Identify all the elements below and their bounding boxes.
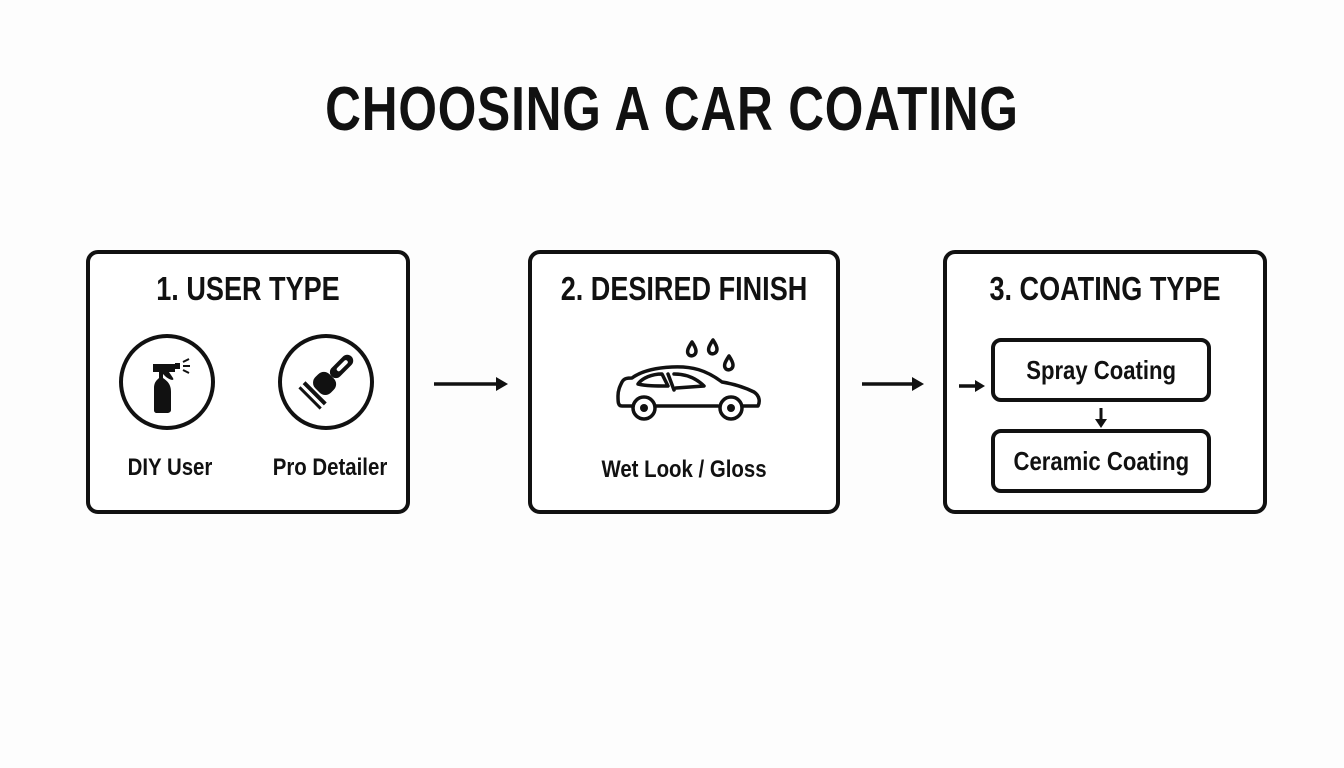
step-3-coating-type: 3. COATING TYPE Spray Coating Ceramic Co…	[943, 250, 1267, 514]
arrow-right-icon	[959, 380, 985, 392]
arrow-right-icon	[434, 377, 508, 391]
arrow-right-icon	[862, 377, 924, 391]
option-diy-user: DIY User	[127, 454, 213, 481]
option-pro-detailer: Pro Detailer	[272, 454, 388, 481]
step-1-user-type: 1. USER TYPE DIY User Pro Detailer	[86, 250, 410, 514]
option-ceramic-coating: Ceramic Coating	[991, 429, 1211, 493]
step-2-desired-finish: 2. DESIRED FINISH Wet Look / Gloss	[528, 250, 840, 514]
step-1-heading: 1. USER TYPE	[156, 270, 340, 307]
spray-bottle-icon	[119, 334, 215, 430]
option-spray-coating: Spray Coating	[991, 338, 1211, 402]
arrow-down-icon	[1095, 408, 1107, 428]
diagram-title: CHOOSING A CAR COATING	[325, 75, 1019, 144]
car-with-water-drops-icon	[616, 338, 761, 421]
ceramic-coating-label: Ceramic Coating	[1013, 445, 1189, 476]
finish-label: Wet Look / Gloss	[601, 456, 767, 483]
step-2-heading: 2. DESIRED FINISH	[560, 270, 808, 307]
step-3-heading: 3. COATING TYPE	[989, 270, 1221, 307]
polisher-icon	[278, 334, 374, 430]
spray-coating-label: Spray Coating	[1026, 354, 1176, 385]
